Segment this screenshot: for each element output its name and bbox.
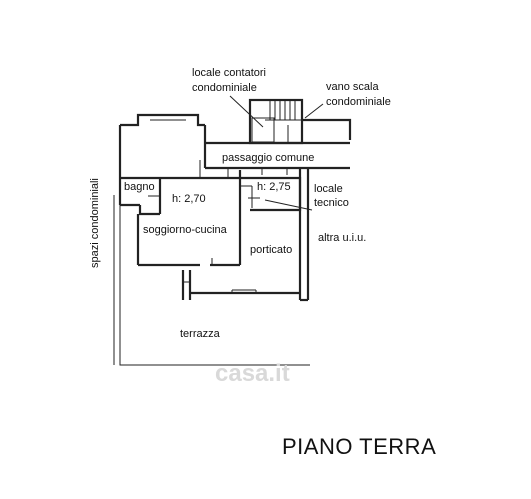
building-walls — [113, 113, 350, 366]
label-locale-tecnico-2: tecnico — [314, 197, 349, 209]
label-height-locale-tecnico: h: 2,75 — [257, 181, 291, 193]
label-vano-scala-1: vano scala — [326, 81, 379, 93]
label-locale-contatori-1: locale contatori — [192, 67, 266, 79]
label-vano-scala-2: condominiale — [326, 96, 391, 108]
label-passaggio-comune: passaggio comune — [222, 152, 314, 164]
label-height-soggiorno: h: 2,70 — [172, 193, 206, 205]
watermark-logo: casa.it — [215, 360, 290, 387]
label-locale-contatori-2: condominiale — [192, 82, 257, 94]
plan-title: PIANO TERRA — [282, 434, 436, 459]
label-bagno: bagno — [124, 181, 155, 193]
stair-core — [248, 98, 352, 145]
label-terrazza: terrazza — [180, 328, 221, 340]
label-soggiorno-cucina: soggiorno-cucina — [143, 224, 228, 236]
label-spazi-condominiali: spazi condominiali — [89, 178, 101, 268]
openings — [150, 119, 288, 265]
leader-lines — [229, 95, 324, 211]
label-locale-tecnico-1: locale — [314, 183, 343, 195]
label-altra-uiu: altra u.i.u. — [318, 232, 366, 244]
label-porticato: porticato — [250, 244, 292, 256]
